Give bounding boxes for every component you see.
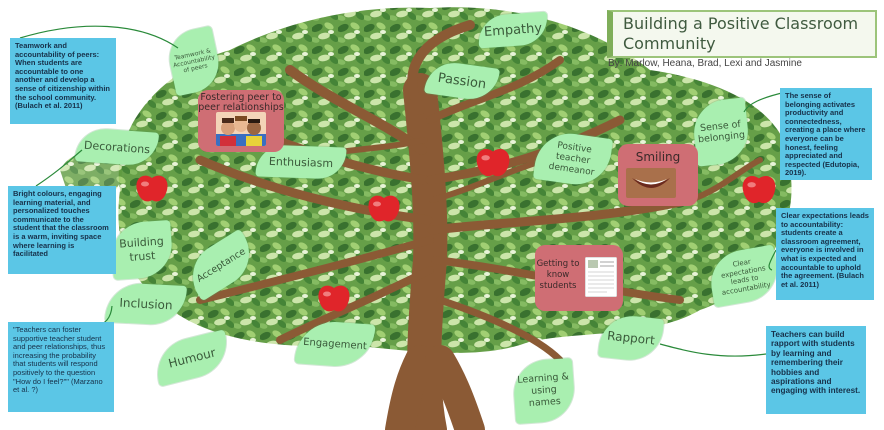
apple-icon (136, 175, 168, 202)
note-teamwork: Teamwork and accountability of peers: Wh… (10, 38, 116, 124)
page-title: Building a Positive Classroom Community (623, 14, 859, 53)
note-rapport: Teachers can build rapport with students… (766, 326, 866, 414)
note-expectations: Clear expectations leads to accountabili… (776, 208, 874, 300)
note-decorations: Bright colours, engaging learning materi… (8, 186, 116, 274)
tree-trunk (195, 20, 763, 430)
authors-line: By: Marlow, Heana, Brad, Lexi and Jasmin… (608, 58, 802, 69)
smile-photo (626, 168, 676, 198)
title-box: Building a Positive Classroom Community (607, 10, 877, 58)
apple-icon (742, 175, 776, 204)
note-belonging: The sense of belonging activates product… (780, 88, 872, 180)
apple-icon (318, 285, 350, 312)
children-photo (216, 112, 266, 146)
apple-icon (476, 148, 510, 177)
apple-icon (368, 195, 400, 222)
card-smiling: Smiling (618, 144, 698, 206)
note-sheet-photo (585, 257, 617, 297)
card-getting-to-know: Getting to know students (535, 245, 623, 311)
note-humour: "Teachers can foster supportive teacher … (8, 322, 114, 412)
card-peer-relationships: Fostering peer to peer relationships (198, 90, 284, 152)
